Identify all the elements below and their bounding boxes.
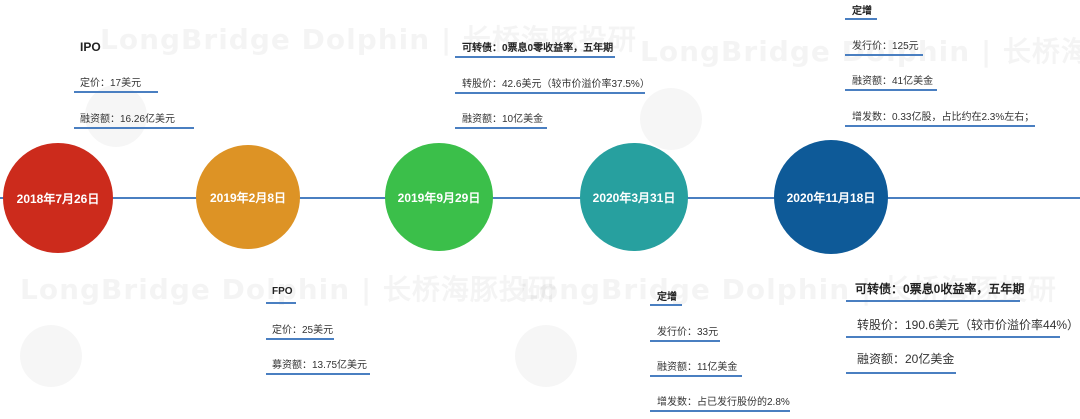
fpo-title: FPO xyxy=(272,286,293,297)
placement2020b-title-underline xyxy=(845,18,877,20)
watermark-1: LongBridge Dolphin | 长桥海豚投研 xyxy=(100,18,637,58)
placement2020b-raised: 融资额：41亿美金 xyxy=(852,76,934,87)
milestone-2019-02-08: 2019年2月8日 xyxy=(196,145,300,249)
milestone-date: 2019年9月29日 xyxy=(397,190,481,205)
fpo-price-underline xyxy=(266,338,334,340)
placement2020b-price-underline xyxy=(845,54,923,56)
placement2020-raised-underline xyxy=(650,375,742,377)
placement2020b-title: 定增 xyxy=(852,6,872,17)
cb2019-title-underline xyxy=(455,56,615,58)
milestone-2019-09-29: 2019年9月29日 xyxy=(385,143,493,251)
placement2020b-shares: 增发数：0.33亿股，占比约在2.3%左右； xyxy=(852,112,1035,123)
ipo-price-underline xyxy=(74,91,158,93)
fpo-title-underline xyxy=(266,302,296,304)
cb2019-conv-underline xyxy=(455,92,645,94)
milestone-date: 2020年3月31日 xyxy=(592,190,676,205)
milestone-date: 2019年2月8日 xyxy=(209,190,287,205)
watermark-logo-4 xyxy=(515,325,577,387)
milestone-2020-11-18: 2020年11月18日 xyxy=(774,140,888,254)
placement2020-price-underline xyxy=(650,340,720,342)
placement2020-title-underline xyxy=(650,304,682,306)
placement2020-shares-underline xyxy=(650,410,790,412)
placement2020b-raised-underline xyxy=(845,89,937,91)
timeline-axis xyxy=(0,197,1080,199)
cb2020-title-underline xyxy=(846,300,1020,302)
ipo-raised-underline xyxy=(74,127,194,129)
ipo-title: IPO xyxy=(80,40,101,54)
placement2020b-shares-underline xyxy=(845,125,1035,127)
placement2020-title: 定增 xyxy=(657,292,677,303)
milestone-2018-07-26: 2018年7月26日 xyxy=(3,143,113,253)
fpo-raised: 募资额：13.75亿美元 xyxy=(272,360,368,371)
placement2020-shares: 增发数：占已发行股份的2.8% xyxy=(657,397,790,408)
placement2020-price: 发行价：33元 xyxy=(657,327,719,338)
cb2019-conversion-price: 转股价：42.6美元（较市价溢价率37.5%） xyxy=(462,79,650,90)
cb2019-raised: 融资额：10亿美金 xyxy=(462,114,544,125)
cb2020-raised-underline xyxy=(846,372,956,374)
cb2020-conversion-price: 转股价：190.6美元（较市价溢价率44%） xyxy=(857,318,1080,332)
watermark-2: LongBridge Dolphin | 长桥海豚投研 xyxy=(640,30,1080,70)
cb2020-title: 可转债：0票息0收益率，五年期 xyxy=(855,282,1025,296)
fpo-raised-underline xyxy=(266,373,370,375)
placement2020-raised: 融资额：11亿美金 xyxy=(657,362,738,373)
milestone-date: 2020年11月18日 xyxy=(786,190,876,205)
watermark-logo-2 xyxy=(640,88,702,150)
cb2019-raised-underline xyxy=(455,127,547,129)
milestone-2020-03-31: 2020年3月31日 xyxy=(580,143,688,251)
cb2020-conv-underline xyxy=(846,336,1060,338)
fpo-price: 定价：25美元 xyxy=(272,325,334,336)
milestone-date: 2018年7月26日 xyxy=(16,191,100,206)
cb2019-title: 可转债：0票息0零收益率，五年期 xyxy=(462,43,614,54)
ipo-price: 定价：17美元 xyxy=(80,78,142,89)
watermark-logo-3 xyxy=(20,325,82,387)
watermark-3: LongBridge Dolphin | 长桥海豚投研 xyxy=(20,268,557,308)
cb2020-raised: 融资额：20亿美金 xyxy=(857,352,955,366)
placement2020b-price: 发行价：125元 xyxy=(852,41,919,52)
ipo-raised: 融资额：16.26亿美元 xyxy=(80,114,176,125)
